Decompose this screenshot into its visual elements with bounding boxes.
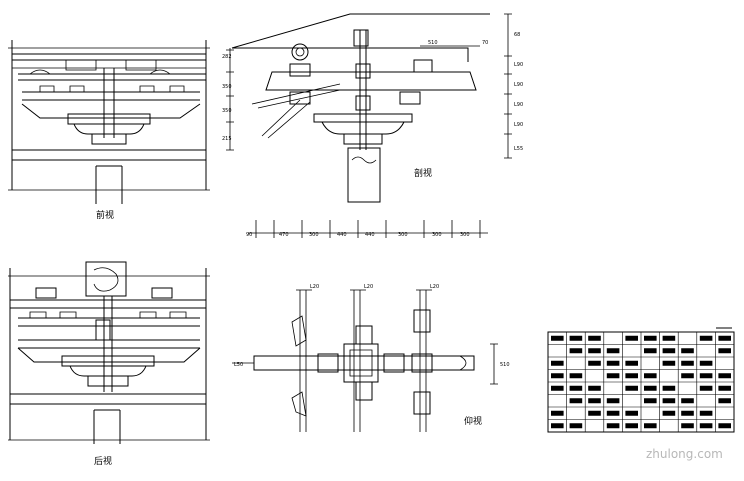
svg-text:L90: L90	[514, 122, 523, 128]
table-cell-mark	[606, 423, 620, 429]
table-cell-mark	[606, 398, 620, 404]
table-cell-mark	[699, 385, 713, 391]
bottom-view-label: 仰视	[464, 415, 482, 427]
table-cell-mark	[681, 373, 694, 379]
table-cell-mark	[662, 410, 676, 416]
table-cell-mark	[551, 373, 564, 379]
svg-text:L90: L90	[514, 82, 523, 88]
table-cell-mark	[644, 398, 657, 404]
table-cell-mark	[681, 348, 694, 354]
table-grid	[548, 332, 734, 432]
table-cell-mark	[681, 423, 694, 429]
table-cell-mark	[699, 335, 713, 341]
table-cell-mark	[681, 398, 694, 404]
table-cell-mark	[588, 398, 601, 404]
svg-text:510: 510	[428, 40, 438, 46]
table-cell-mark	[625, 360, 638, 366]
table-cell-mark	[569, 373, 583, 379]
table-cell-mark	[551, 385, 564, 391]
table-cell-mark	[569, 348, 583, 354]
svg-text:215: 215	[222, 136, 232, 142]
svg-text:510: 510	[500, 362, 510, 368]
svg-text:L20: L20	[364, 284, 373, 290]
table-cell-mark	[569, 423, 583, 429]
table-cell-mark	[699, 410, 713, 416]
table-cell-mark	[662, 348, 676, 354]
table-cell-mark	[551, 360, 564, 366]
table-cell-mark	[551, 335, 564, 341]
table-cell-mark	[718, 373, 731, 379]
table-cell-mark	[606, 373, 620, 379]
section-view-label: 剖视	[414, 167, 432, 179]
table-cell-mark	[606, 348, 620, 354]
bottom-dimension-line: 90 470 300 440 440 300 300 300	[246, 220, 488, 238]
svg-text:300: 300	[432, 232, 442, 238]
table-cell-mark	[662, 398, 676, 404]
table-cell-mark	[662, 335, 676, 341]
bottom-plan-view: L20 L20 L20 L50 510 仰视	[232, 284, 510, 432]
svg-text:L20: L20	[310, 284, 319, 290]
svg-text:350: 350	[222, 84, 232, 90]
table-cell-mark	[718, 398, 731, 404]
table-cell-mark	[699, 423, 713, 429]
table-cell-mark	[569, 385, 583, 391]
table-cell-mark	[569, 398, 583, 404]
table-cell-mark	[625, 423, 638, 429]
table-cell-mark	[662, 385, 676, 391]
table-cell-mark	[606, 360, 620, 366]
front-view-label: 前视	[96, 209, 114, 221]
table-cell-mark	[699, 360, 713, 366]
svg-text:282: 282	[222, 54, 232, 60]
table-cell-mark	[606, 410, 620, 416]
table-cell-mark	[718, 385, 731, 391]
back-view-label: 后视	[94, 455, 112, 467]
svg-text:300: 300	[398, 232, 408, 238]
table-cell-mark	[644, 373, 657, 379]
table-cell-mark	[588, 348, 601, 354]
svg-text:L90: L90	[514, 102, 523, 108]
component-table	[547, 327, 735, 433]
back-view: 后视	[8, 261, 210, 467]
table-cell-mark	[681, 410, 694, 416]
svg-text:300: 300	[460, 232, 470, 238]
table-cell-mark	[588, 385, 601, 391]
front-view: 前视	[8, 40, 210, 221]
svg-text:300: 300	[309, 232, 319, 238]
table-cell-mark	[699, 373, 713, 379]
svg-text:440: 440	[337, 232, 347, 238]
table-cell-mark	[644, 348, 657, 354]
table-cell-mark	[644, 423, 657, 429]
svg-text:L20: L20	[430, 284, 439, 290]
table-cell-mark	[644, 385, 657, 391]
svg-text:350: 350	[222, 108, 232, 114]
table-cell-mark	[718, 335, 731, 341]
svg-text:68: 68	[514, 32, 520, 38]
svg-text:L90: L90	[514, 62, 523, 68]
svg-text:90: 90	[246, 232, 252, 238]
table-cell-mark	[569, 335, 583, 341]
svg-text:70: 70	[482, 40, 488, 46]
table-cell-mark	[718, 423, 731, 429]
table-cell-mark	[681, 360, 694, 366]
table-cell-mark	[718, 348, 731, 354]
table-cell-mark	[625, 373, 638, 379]
table-cell-mark	[625, 385, 638, 391]
table-cell-mark	[588, 335, 601, 341]
table-cell-mark	[551, 410, 564, 416]
svg-text:440: 440	[365, 232, 375, 238]
table-cell-mark	[588, 360, 601, 366]
svg-text:470: 470	[279, 232, 289, 238]
table-cell-mark	[588, 410, 601, 416]
svg-text:L50: L50	[234, 362, 243, 368]
table-cell-mark	[662, 360, 676, 366]
table-cell-mark	[551, 423, 564, 429]
watermark: zhulong.com	[646, 447, 723, 461]
svg-text:L55: L55	[514, 146, 523, 152]
table-cell-mark	[625, 335, 638, 341]
section-view: 282 350 350 215 510 70 68 L90 L90 L90 L9…	[222, 13, 523, 203]
table-cell-mark	[644, 335, 657, 341]
table-cell-mark	[625, 410, 638, 416]
